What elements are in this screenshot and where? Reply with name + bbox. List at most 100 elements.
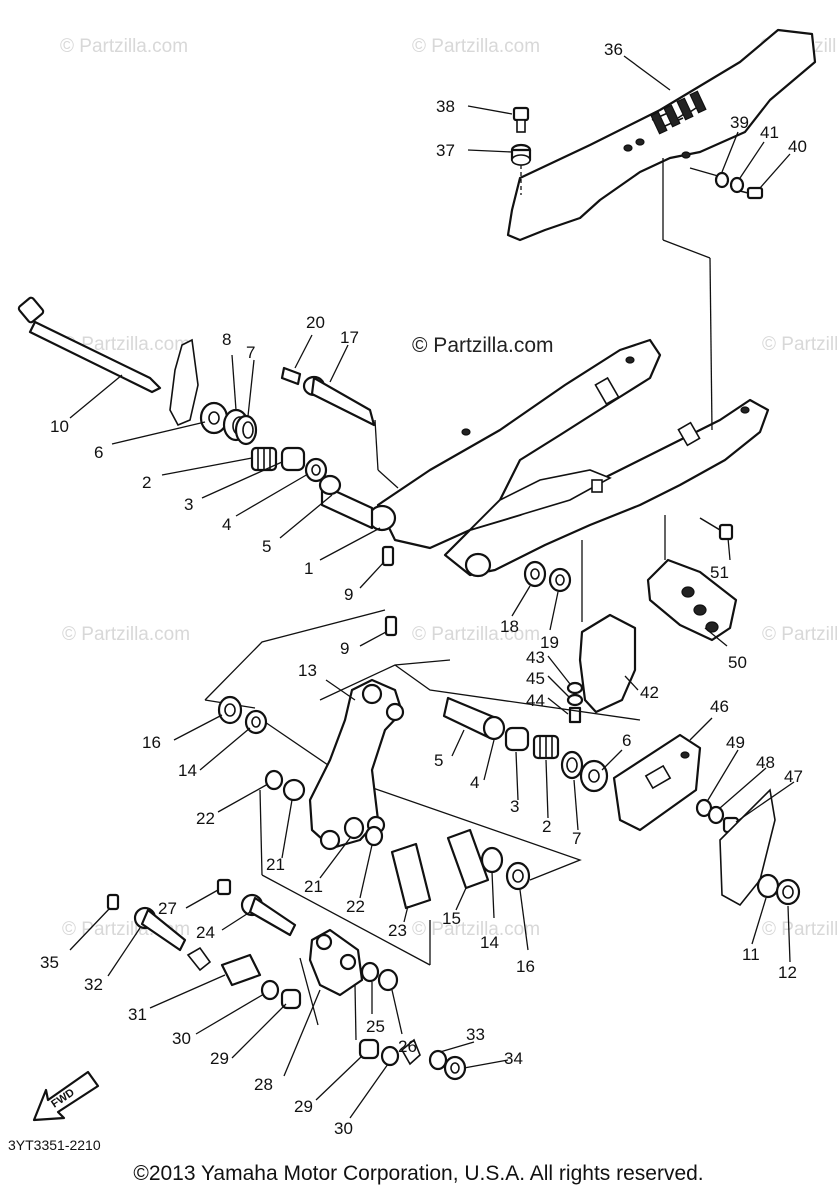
callout-14-right: 14 — [480, 933, 499, 952]
clip — [186, 946, 212, 972]
collar-6 — [199, 401, 229, 435]
callout-5-right: 5 — [434, 751, 443, 770]
shaft-17 — [302, 375, 376, 427]
callout-8: 8 — [222, 330, 231, 349]
chain-puller-46 — [612, 733, 702, 832]
grease-nipple-9b — [384, 615, 398, 637]
copyright-notice: ©2013 Yamaha Motor Corporation, U.S.A. A… — [133, 1162, 704, 1185]
washer-11 — [756, 873, 780, 899]
callout-labels: 36 38 37 39 41 40 20 17 8 7 10 6 2 3 4 5… — [40, 40, 807, 1138]
callout-12: 12 — [778, 963, 797, 982]
callout-17: 17 — [340, 328, 359, 347]
washer-43 — [566, 681, 584, 695]
watermark: © Partzilla.com — [62, 624, 190, 645]
bolt-51 — [699, 517, 734, 541]
pivot-bracket — [169, 338, 199, 427]
callout-20: 20 — [306, 313, 325, 332]
watermark: © Partzilla.com — [60, 36, 188, 57]
callout-33: 33 — [466, 1025, 485, 1044]
callout-47: 47 — [784, 767, 803, 786]
callout-11: 11 — [742, 945, 760, 964]
collar-16-right — [505, 861, 531, 891]
callout-7: 7 — [246, 343, 255, 362]
chain-guide-50 — [646, 558, 738, 642]
callout-32: 32 — [84, 975, 103, 994]
washer-45 — [566, 693, 584, 707]
callout-18: 18 — [500, 617, 519, 636]
callout-24: 24 — [196, 923, 215, 942]
callout-4-right: 4 — [470, 773, 479, 792]
callout-35: 35 — [40, 953, 59, 972]
leader-lines — [69, 55, 795, 1119]
callout-36: 36 — [604, 40, 623, 59]
callout-7-right: 7 — [572, 829, 581, 848]
callout-23: 23 — [388, 921, 407, 940]
callout-6: 6 — [94, 443, 103, 462]
seal-22-left — [264, 769, 284, 791]
watermark: © Partzilla.com — [762, 334, 837, 355]
seal-22-right — [364, 825, 384, 847]
nut-12 — [775, 878, 801, 906]
spacer-3-right — [504, 726, 530, 752]
callout-9-upper: 9 — [344, 585, 353, 604]
collar-29-upper — [280, 988, 302, 1010]
collar-21-right — [343, 816, 365, 840]
seal-30-lower — [380, 1045, 400, 1067]
callout-31: 31 — [128, 1005, 147, 1024]
grease-nipple-27 — [216, 878, 232, 896]
callout-25: 25 — [366, 1017, 385, 1036]
washer-39 — [714, 171, 730, 189]
nut-19 — [548, 567, 572, 593]
callout-39: 39 — [730, 113, 749, 132]
callout-21-right: 21 — [304, 877, 323, 896]
washer-33 — [428, 1049, 448, 1071]
collar-5 — [318, 474, 374, 530]
collar-29-lower — [358, 1038, 380, 1060]
watermark: © Partzilla.com — [412, 624, 540, 645]
callout-43: 43 — [526, 648, 545, 667]
collar-21-left — [282, 778, 306, 802]
collar-6-right — [579, 759, 609, 793]
seal-30-upper — [260, 979, 280, 1001]
seal-25 — [360, 961, 380, 983]
nut-34 — [443, 1055, 467, 1081]
bolt-44 — [568, 706, 582, 724]
clip-lower — [400, 1038, 421, 1066]
bearing-2 — [250, 446, 278, 472]
callout-16-right: 16 — [516, 957, 535, 976]
callout-3: 3 — [184, 495, 193, 514]
collar-15 — [446, 828, 490, 890]
callout-37: 37 — [436, 141, 455, 160]
chain-guard — [506, 28, 817, 242]
callout-44: 44 — [526, 691, 545, 710]
callout-14-left: 14 — [178, 761, 197, 780]
swingarm — [367, 338, 770, 578]
collar-26 — [377, 968, 399, 992]
callout-4: 4 — [222, 515, 231, 534]
bolt-38 — [512, 106, 530, 133]
seal-4 — [304, 457, 328, 483]
callout-6-right: 6 — [622, 731, 631, 750]
collar-31 — [220, 953, 262, 987]
bolt-32 — [133, 906, 187, 952]
bearing-2-right — [532, 734, 560, 760]
callout-34: 34 — [504, 1049, 523, 1068]
collar-16-left — [217, 695, 243, 725]
diagram-code: 3YT3351-2210 — [8, 1137, 101, 1153]
callout-22-right: 22 — [346, 897, 365, 916]
callout-16-left: 16 — [142, 733, 161, 752]
grease-nipple-35 — [106, 893, 120, 911]
washer-48 — [707, 805, 725, 825]
grease-nipple-20 — [280, 366, 302, 386]
grease-nipple-9a — [381, 545, 395, 567]
callout-42: 42 — [640, 683, 659, 702]
callout-29-lower: 29 — [294, 1097, 313, 1116]
callout-1: 1 — [304, 559, 313, 578]
collar-37 — [510, 143, 532, 166]
callout-48: 48 — [756, 753, 775, 772]
fwd-arrow: FWD — [32, 1070, 100, 1122]
washer-41 — [729, 176, 745, 194]
spacer-3 — [280, 446, 306, 472]
callout-2-right: 2 — [542, 817, 551, 836]
